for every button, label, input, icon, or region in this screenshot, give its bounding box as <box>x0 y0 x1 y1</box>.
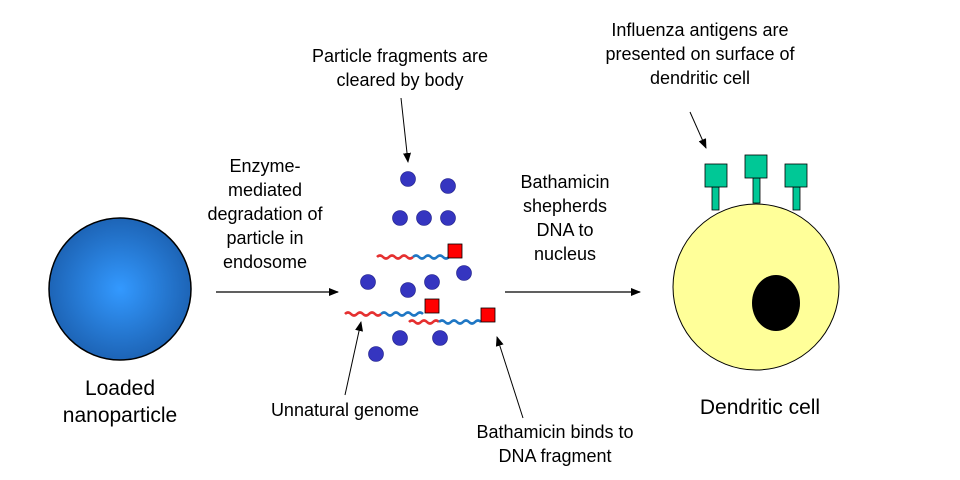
bathamicin <box>480 307 496 323</box>
bathamicin <box>447 243 463 259</box>
fragment <box>392 330 408 346</box>
arrow-bathamicin-binds <box>495 336 524 419</box>
bathamicin <box>424 298 440 314</box>
fragment <box>456 265 472 281</box>
label-enzyme-degradation: Enzyme- mediated degradation of particle… <box>207 156 323 272</box>
fragment <box>360 274 376 290</box>
antigen-stalk <box>752 177 761 204</box>
loaded-nanoparticle <box>48 217 192 361</box>
particle-fragments <box>360 171 472 362</box>
dna-fragment-3 <box>408 307 496 325</box>
antigen <box>784 163 808 188</box>
fragment <box>416 210 432 226</box>
fragment <box>440 210 456 226</box>
fragment <box>440 178 456 194</box>
label-loaded-nanoparticle: Loaded nanoparticle <box>62 377 178 427</box>
fragment <box>400 171 416 187</box>
label-bathamicin-shepherds: Bathamicin shepherds DNA to nucleus <box>520 172 610 264</box>
label-unnatural-genome: Unnatural genome <box>270 400 420 420</box>
cell-body <box>672 203 840 371</box>
antigen-stalk <box>792 186 801 211</box>
nucleus <box>752 275 800 331</box>
dna-fragment-2 <box>344 298 440 317</box>
antigen <box>744 154 768 179</box>
arrow-antigens <box>689 111 707 149</box>
antigen-stalk <box>711 186 720 211</box>
fragment <box>392 210 408 226</box>
label-antigens-presented: Influenza antigens are presented on surf… <box>605 20 795 88</box>
label-dendritic-cell: Dendritic cell <box>699 396 821 419</box>
fragment <box>400 282 416 298</box>
antigen <box>704 163 728 188</box>
dendritic-cell <box>672 154 840 371</box>
label-fragments-cleared: Particle fragments are cleared by body <box>311 46 489 90</box>
fragment <box>368 346 384 362</box>
dna-fragment-1 <box>376 243 463 260</box>
arrow-fragments-cleared <box>400 97 411 163</box>
fragment <box>424 274 440 290</box>
label-bathamicin-binds: Bathamicin binds to DNA fragment <box>476 422 634 466</box>
arrow-unnatural-genome <box>344 321 363 396</box>
fragment <box>432 330 448 346</box>
